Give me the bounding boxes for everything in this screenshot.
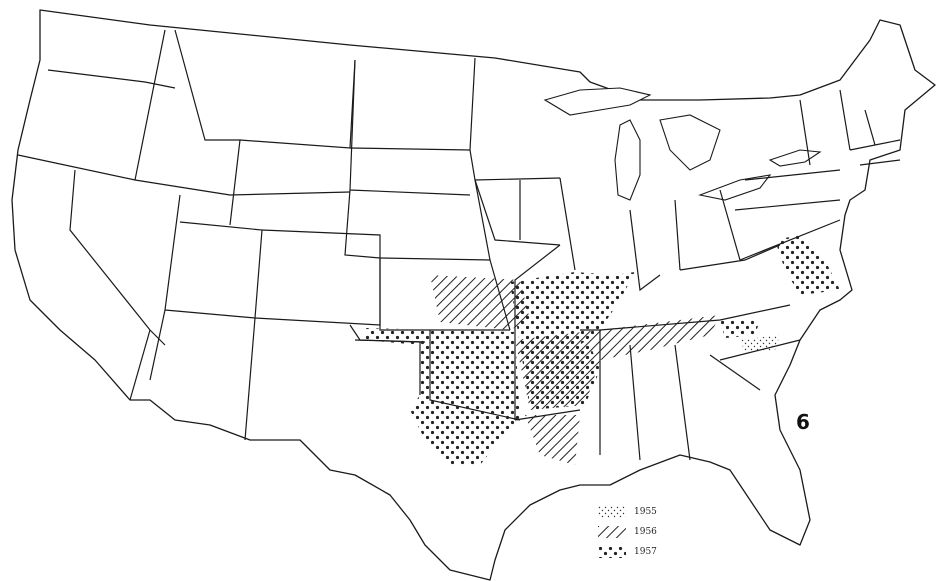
legend-label: 1955 (634, 507, 657, 517)
lake-superior (543, 87, 652, 116)
region-1956-louisiana (525, 415, 580, 465)
region-1957-oklahoma-texas (365, 328, 520, 465)
region-1957-virginia (775, 235, 840, 295)
lake-huron (659, 114, 721, 171)
legend-label: 1957 (634, 547, 657, 557)
legend-swatch-fine-dots (598, 506, 626, 518)
region-1957-north-carolina (720, 320, 760, 338)
lake-ontario (768, 149, 822, 167)
region-1957-missouri (510, 272, 635, 345)
figure-number: 6 (796, 410, 810, 434)
region-1955-nc-sc (740, 335, 780, 352)
legend-label: 1956 (634, 527, 657, 537)
legend-swatch-diagonal-hatch (598, 526, 626, 538)
legend-swatch-heavy-dots (598, 546, 626, 558)
legend-item-1957: 1957 (598, 542, 718, 562)
lake-erie (698, 174, 772, 201)
region-1957-arkansas (520, 345, 600, 410)
outbreak-regions (365, 235, 840, 465)
legend: 1955 1956 1957 (598, 502, 718, 562)
lake-michigan (614, 119, 641, 201)
state-boundaries (17, 29, 901, 461)
region-1956-kansas-missouri (430, 275, 530, 330)
legend-item-1955: 1955 (598, 502, 718, 522)
legend-item-1956: 1956 (598, 522, 718, 542)
